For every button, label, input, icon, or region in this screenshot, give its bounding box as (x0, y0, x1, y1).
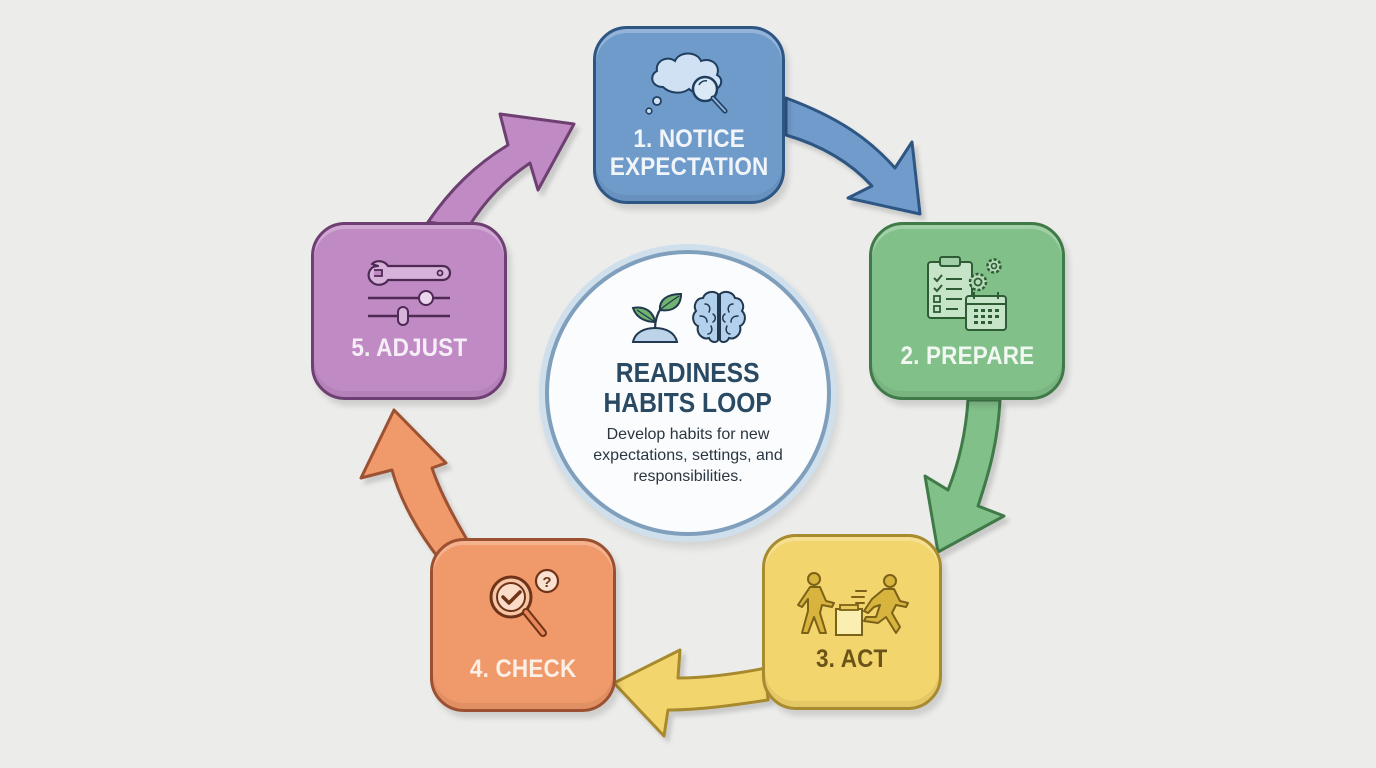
center-hub: READINESS HABITS LOOP Develop habits for… (545, 250, 831, 536)
people-moving-box-icon (797, 572, 909, 636)
arrow-4-to-5 (359, 408, 474, 562)
brain-icon (692, 290, 746, 344)
step-4-label: 4. CHECK (469, 655, 577, 683)
checklist-gears-calendar-icon (927, 256, 1007, 331)
step-5-adjust: 5. ADJUST (311, 222, 507, 400)
thought-cloud-magnifier-icon (645, 52, 728, 115)
hub-title: READINESS HABITS LOOP (603, 357, 773, 418)
wrench-sliders-icon (367, 260, 452, 326)
hub-description: Develop habits for new expectations, set… (593, 426, 783, 485)
step-5-label: 5. ADJUST (351, 334, 467, 362)
step-3-act: 3. ACT (762, 534, 942, 710)
arrow-2-to-3 (923, 398, 1006, 554)
arrow-5-to-1 (426, 112, 576, 230)
step-2-label: 2. PREPARE (900, 342, 1034, 370)
step-4-check: ? 4. CHECK (430, 538, 616, 712)
step-1-notice-expectation: 1. NOTICE EXPECTATION (593, 26, 785, 204)
arrow-3-to-4 (612, 648, 770, 738)
step-2-prepare: 2. PREPARE (869, 222, 1065, 400)
arrow-1-to-2 (784, 96, 922, 216)
svg-text:?: ? (542, 574, 551, 591)
magnifier-check-question-icon: ? (489, 568, 560, 637)
step-3-label: 3. ACT (816, 645, 888, 673)
step-1-label: 1. NOTICE EXPECTATION (609, 125, 769, 181)
sprout-icon (631, 292, 683, 343)
hub-icons (629, 290, 747, 344)
